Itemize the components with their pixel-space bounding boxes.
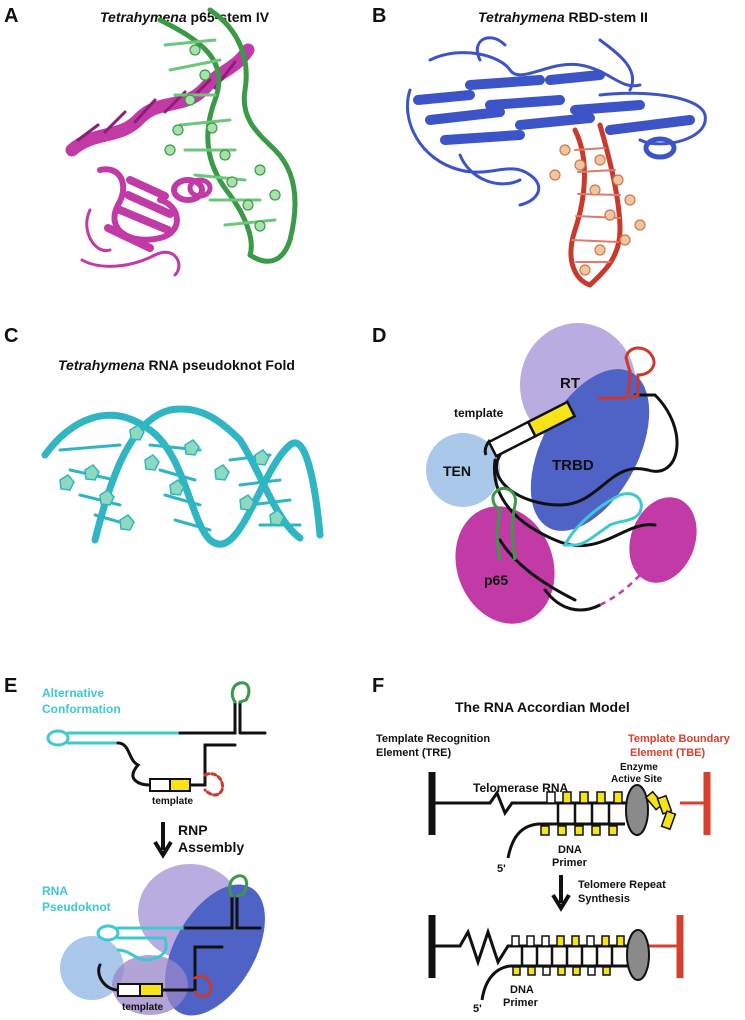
- panel-d-letter: D: [372, 325, 386, 347]
- enzyme-active-site-top: [625, 784, 649, 836]
- panel-a-title: Tetrahymena p65-stem IV: [100, 9, 270, 25]
- pseudoknot-loop: [562, 492, 643, 547]
- panel-f-letter: F: [372, 675, 384, 697]
- rbd-protein-ribbon: [405, 36, 707, 207]
- stem-ii-loop: [598, 346, 656, 400]
- five-prime-top: 5': [497, 863, 506, 875]
- telomere-repeat-arrow: [551, 875, 571, 912]
- dna-primer-bottom-line2: Primer: [503, 997, 539, 1009]
- panel-e: E Alternative Conformation template RNP …: [4, 675, 267, 1016]
- trbd-label: TRBD: [552, 457, 594, 474]
- panel-f: F The RNA Accordian Model Template Recog…: [372, 675, 731, 1015]
- panel-a: A Tetrahymena p65-stem IV: [4, 5, 298, 277]
- panel-b-title: Tetrahymena RBD-stem II: [478, 9, 648, 25]
- dna-primer-bottom-line1: DNA: [510, 984, 534, 996]
- rna-pseudoknot-line2: Pseudoknot: [42, 900, 111, 914]
- p65-domain-shape: [455, 506, 555, 624]
- panel-e-ten-shape: [60, 936, 124, 1000]
- accordian-top-model: [428, 772, 711, 859]
- dna-primer-top-line2: Primer: [552, 857, 588, 869]
- ten-label: TEN: [443, 463, 471, 479]
- accordian-bottom-model: [428, 915, 684, 1001]
- panel-e-template-bottom-label: template: [122, 1002, 164, 1013]
- panel-d-template-label: template: [454, 406, 504, 420]
- panel-b: B Tetrahymena RBD-stem II: [372, 5, 707, 288]
- rnp-assembly-line2: Assembly: [178, 839, 244, 855]
- enzyme-active-site-line1: Enzyme: [620, 762, 658, 773]
- p65-protein-ribbon: [65, 43, 255, 277]
- telomerase-rna-label: Telomerase RNA: [473, 781, 568, 795]
- panel-e-template-top-label: template: [152, 796, 194, 807]
- panel-e-top-template-bar: [149, 778, 191, 792]
- panel-c: C Tetrahymena RNA pseudoknot Fold: [4, 325, 324, 548]
- rnp-assembly-line1: RNP: [178, 822, 208, 838]
- panel-e-letter: E: [4, 675, 17, 697]
- alt-conformation-line1: Alternative: [42, 686, 104, 700]
- alt-conformation-line2: Conformation: [42, 702, 121, 716]
- stem-iv-rna-ribbon: [157, 7, 298, 264]
- accordian-model-title: The RNA Accordian Model: [455, 699, 630, 715]
- rnp-assembly-arrow: [153, 822, 173, 859]
- pseudoknot-rna-ribbon: [41, 405, 324, 548]
- tbe-label-line1: Template Boundary: [628, 733, 731, 745]
- panel-c-title: Tetrahymena RNA pseudoknot Fold: [58, 357, 295, 373]
- accordian-bottom-bases: [511, 935, 625, 976]
- stem-iv-hairpin: [491, 486, 517, 561]
- p65-label: p65: [484, 572, 508, 588]
- panel-b-letter: B: [372, 5, 386, 27]
- panel-c-letter: C: [4, 325, 18, 347]
- accordian-top-bases: [540, 791, 623, 836]
- ten-domain-shape: [426, 433, 500, 507]
- tbe-label-line2: Element (TBE): [630, 747, 706, 759]
- panel-e-bottom-diagram: [96, 874, 262, 998]
- panel-e-bottom-template-bar: [117, 983, 163, 997]
- rna-pseudoknot-line1: RNA: [42, 884, 68, 898]
- dna-primer-top-line1: DNA: [558, 844, 582, 856]
- panel-d: D RT template TEN TRBD p65: [372, 323, 697, 624]
- five-prime-bottom: 5': [473, 1003, 482, 1015]
- enzyme-active-site-bottom: [626, 929, 650, 981]
- panel-a-letter: A: [4, 5, 18, 27]
- telomere-repeat-line1: Telomere Repeat: [578, 879, 666, 891]
- tre-label-line2: Element (TRE): [376, 747, 452, 759]
- accordian-top-flap: [644, 790, 677, 831]
- stem-ii-rna-ribbon: [549, 122, 646, 288]
- enzyme-active-site-line2: Active Site: [611, 774, 663, 785]
- template-bar: [487, 400, 577, 458]
- panel-e-top-diagram: [46, 681, 267, 797]
- p65-c-domain-shape: [629, 497, 697, 583]
- rt-label: RT: [560, 375, 580, 392]
- panel-e-trbd-shape: [165, 884, 265, 1016]
- telomere-repeat-line2: Synthesis: [578, 893, 630, 905]
- p65-linker-dashed: [599, 574, 641, 607]
- tre-label-line1: Template Recognition: [376, 733, 490, 745]
